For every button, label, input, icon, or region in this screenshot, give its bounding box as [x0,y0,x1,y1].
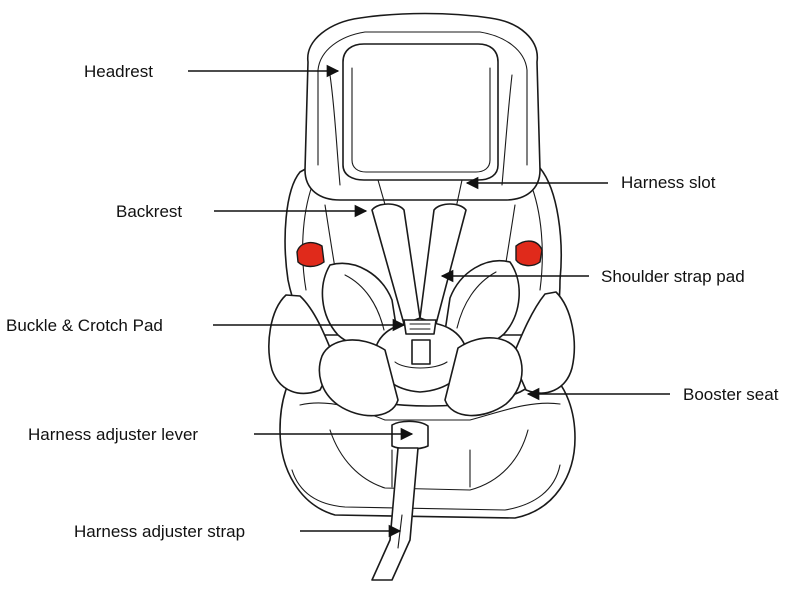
label-harness-adjuster-lever-text: Harness adjuster lever [28,425,198,444]
left-belt-guide-red [297,243,324,267]
label-harness-slot-text: Harness slot [621,173,716,192]
label-harness-adjuster-strap-text: Harness adjuster strap [74,522,245,541]
label-headrest-text: Headrest [84,62,153,81]
label-backrest-text: Backrest [116,202,182,221]
label-buckle-crotch-pad-text: Buckle & Crotch Pad [6,316,163,335]
label-shoulder-strap-pad-text: Shoulder strap pad [601,267,745,286]
label-headrest: Headrest [84,62,338,81]
label-booster-seat-text: Booster seat [683,385,779,404]
headrest [305,14,540,201]
label-harness-adjuster-strap: Harness adjuster strap [74,522,400,541]
right-belt-guide-red [516,241,542,266]
